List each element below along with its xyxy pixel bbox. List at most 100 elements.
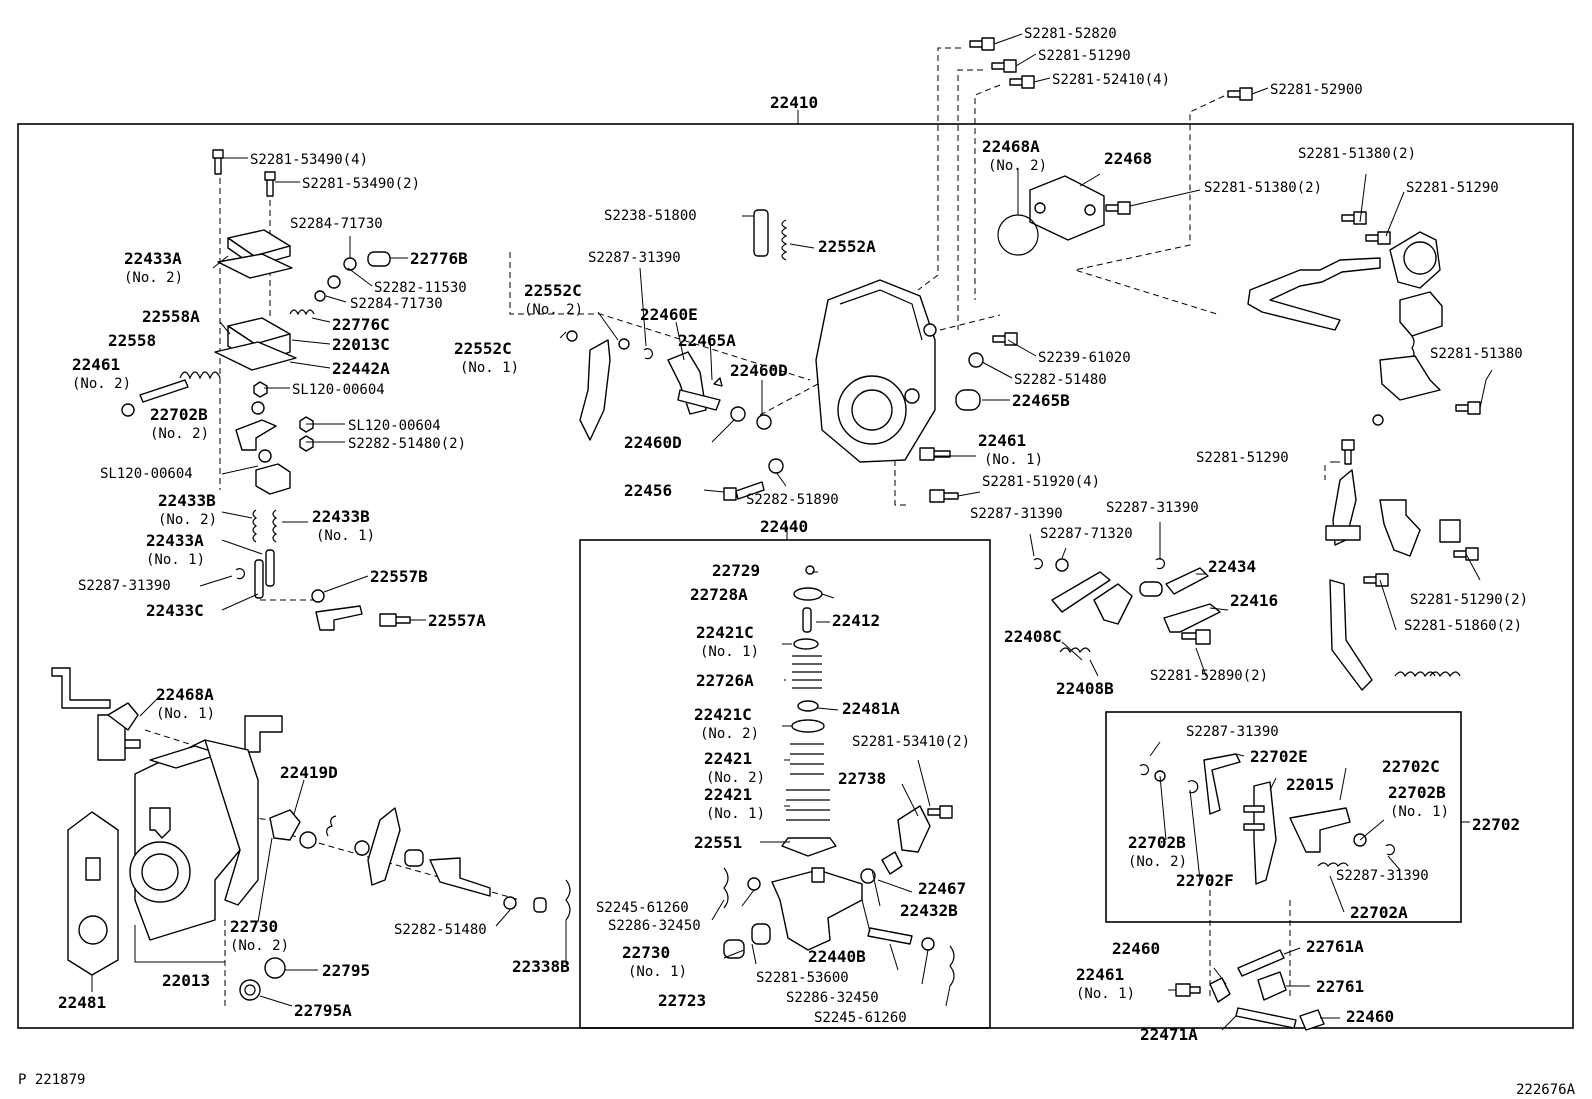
spring-seat-22551-icon — [781, 837, 837, 857]
diagram-stroke — [1317, 862, 1349, 867]
diagram-stroke — [756, 414, 772, 430]
governor-internals — [723, 565, 955, 987]
diagram-stroke — [367, 251, 391, 267]
diagram-stroke — [968, 352, 984, 368]
diagram-stroke — [1289, 807, 1351, 853]
bracket-22702B-icon — [235, 419, 277, 451]
diagram-stroke — [1339, 767, 1347, 801]
diagram-stroke — [258, 449, 272, 463]
diagram-stroke — [723, 867, 729, 909]
clip-22338B-icon — [565, 879, 571, 921]
diagram-stroke — [251, 401, 265, 415]
part-label: S2284-71730 — [350, 296, 443, 312]
diagram-stroke — [252, 509, 258, 543]
diagram-stroke — [259, 995, 293, 1007]
part-label: S2287-31390 — [1106, 500, 1199, 516]
part-label: S2282-51890 — [746, 492, 839, 508]
diagram-stroke — [881, 851, 903, 875]
diagram-stroke — [1139, 581, 1163, 597]
diagram-stroke — [901, 783, 919, 817]
diagram-stroke — [1325, 525, 1361, 541]
part-label: 22702F — [1176, 871, 1234, 890]
part-label: S2282-51480 — [1014, 372, 1107, 388]
part-label: 22338B — [512, 957, 570, 976]
diagram-stroke — [851, 389, 893, 431]
rod-22471A-icon — [1235, 1007, 1297, 1029]
part-label: S2281-52900 — [1270, 82, 1363, 98]
part-label: 22795A — [294, 1001, 352, 1020]
part-label: 22738 — [838, 769, 886, 788]
diagram-stroke — [1195, 647, 1207, 677]
part-label: 22442A — [332, 359, 390, 378]
diagram-stroke — [221, 593, 259, 611]
diagram-stroke — [1155, 558, 1165, 570]
part-label: 22013 — [162, 971, 210, 990]
part-label: S2287-31390 — [1336, 868, 1429, 884]
part-label: (No. 2) — [988, 158, 1047, 174]
bolt-icon — [929, 489, 959, 503]
diagram-stroke — [221, 539, 263, 555]
center-upper-cluster — [566, 37, 1253, 503]
part-label: 22471A — [1140, 1025, 1198, 1044]
part-label: (No. 1) — [706, 806, 765, 822]
diagram-stroke — [343, 257, 357, 271]
bolt-icon — [1455, 401, 1481, 415]
diagram-stroke — [141, 853, 179, 891]
part-label: (No. 2) — [230, 938, 289, 954]
diagram-stroke — [889, 943, 899, 971]
part-label: 22558 — [108, 331, 156, 350]
diagram-stroke — [1033, 558, 1043, 570]
part-label: (No. 2) — [158, 512, 217, 528]
diagram-stroke — [789, 243, 815, 249]
diagram-stroke — [121, 403, 135, 417]
bracket-icon — [1379, 499, 1421, 557]
part-label: 22416 — [1230, 591, 1278, 610]
part-label: S2281-51290 — [1038, 48, 1131, 64]
part-label: S2281-51380(2) — [1204, 180, 1322, 196]
right-mid-cluster — [1033, 558, 1221, 654]
diagram-stroke — [199, 575, 233, 587]
diagram-stroke — [751, 943, 757, 965]
diagram-stroke — [107, 702, 139, 731]
diagram-stroke — [917, 47, 961, 291]
part-label: (No. 1) — [316, 528, 375, 544]
part-label: 22702B — [1388, 783, 1446, 802]
part-label: S2245-61260 — [596, 900, 689, 916]
part-label: 22460D — [730, 361, 788, 380]
diagram-stroke — [239, 979, 261, 1001]
lever-22702E-icon — [1203, 753, 1241, 815]
spring-22408B-icon — [1059, 647, 1091, 654]
part-label: S2282-11530 — [374, 280, 467, 296]
part-label: S2284-71730 — [290, 216, 383, 232]
part-label: 22702C — [1382, 757, 1440, 776]
part-label: SL120-00604 — [292, 382, 385, 398]
screw-icon — [264, 171, 276, 197]
part-label: (No. 2) — [524, 302, 583, 318]
part-label: 22460D — [624, 433, 682, 452]
diagram-stroke — [839, 289, 923, 341]
diagram-stroke — [860, 868, 876, 884]
diagram-stroke — [1235, 753, 1245, 757]
bolt-icon — [1105, 201, 1131, 215]
part-label: S2239-61020 — [1038, 350, 1131, 366]
diagram-stroke — [1429, 671, 1461, 678]
part-label: S2281-52890(2) — [1150, 668, 1268, 684]
diagram-stroke — [1061, 547, 1067, 559]
diagram-stroke — [314, 290, 326, 302]
diagram-stroke — [1251, 87, 1269, 95]
part-label: 22776B — [410, 249, 468, 268]
diagram-stroke — [1359, 173, 1367, 223]
diagram-stroke — [723, 949, 745, 959]
part-label: S2287-31390 — [78, 578, 171, 594]
pin-S2238-icon — [753, 209, 769, 257]
part-label: S2281-52410(4) — [1052, 72, 1170, 88]
diagram-stroke — [326, 815, 337, 837]
lever-22557B-icon — [315, 605, 363, 631]
lever-22460-icon — [1299, 1009, 1325, 1031]
diagram-stroke — [1189, 789, 1201, 881]
part-label: 22433B — [312, 507, 370, 526]
part-label: 22465A — [678, 331, 736, 350]
diagram-stroke — [677, 389, 721, 411]
part-label: 22557B — [370, 567, 428, 586]
diagram-stroke — [1149, 741, 1161, 757]
